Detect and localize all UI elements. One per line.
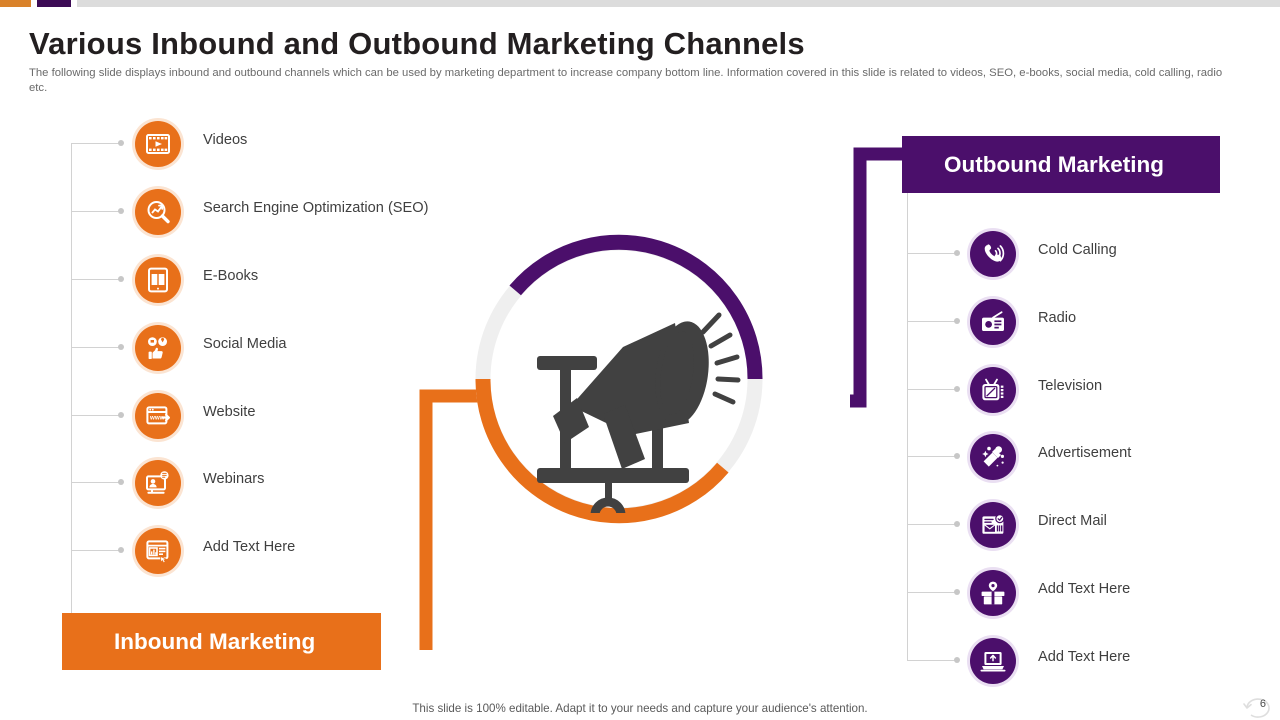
connector-dot — [118, 344, 124, 350]
inbound-item-label: Social Media — [203, 336, 287, 352]
video-film-icon — [135, 121, 181, 167]
inbound-item-label: Search Engine Optimization (SEO) — [203, 200, 429, 216]
connector-dot — [954, 589, 960, 595]
page-title: Various Inbound and Outbound Marketing C… — [29, 26, 805, 61]
connector-dot — [954, 657, 960, 663]
inbound-item-seo[interactable]: Search Engine Optimization (SEO) — [71, 189, 491, 235]
inbound-spine-line — [71, 144, 72, 616]
connector-line — [71, 482, 120, 483]
connector-dot — [118, 140, 124, 146]
svg-text:www: www — [149, 414, 165, 421]
radio-icon — [970, 299, 1016, 345]
connector-line — [71, 415, 120, 416]
connector-line — [71, 550, 120, 551]
inbound-banner: Inbound Marketing — [62, 613, 381, 670]
page-number: 6 — [1259, 698, 1266, 710]
central-ring — [468, 228, 770, 530]
social-thumbs-up-icon — [135, 325, 181, 371]
inbound-item-label: E-Books — [203, 268, 259, 284]
connector-dot — [954, 453, 960, 459]
page-subtitle: The following slide displays inbound and… — [29, 67, 1223, 94]
inbound-banner-label: Inbound Marketing — [114, 628, 316, 654]
connector-dot — [954, 250, 960, 256]
outbound-item-label: Add Text Here — [1038, 649, 1131, 665]
outbound-item-label: Radio — [1038, 310, 1077, 326]
connector-dot — [118, 208, 124, 214]
connector-line — [907, 660, 956, 661]
outbound-banner-label: Outbound Marketing — [944, 151, 1164, 177]
outbound-item-label: Television — [1038, 378, 1103, 394]
connector-dot — [954, 521, 960, 527]
accent-segment-grey — [77, 0, 1280, 7]
laptop-upload-icon — [970, 638, 1016, 684]
connector-line — [71, 143, 120, 144]
connector-line — [907, 524, 956, 525]
outbound-banner: Outbound Marketing — [902, 136, 1220, 193]
inbound-item-label: Add Text Here — [203, 539, 296, 555]
connector-dot — [118, 547, 124, 553]
connector-line — [71, 279, 120, 280]
outbound-item-cold-calling[interactable]: Cold Calling — [907, 231, 1237, 277]
seo-magnifier-chart-icon — [135, 189, 181, 235]
phone-call-icon — [970, 231, 1016, 277]
inbound-item-label: Videos — [203, 132, 248, 148]
connector-dot — [118, 276, 124, 282]
outbound-item-label: Advertisement — [1038, 445, 1132, 461]
ebook-tablet-icon — [135, 257, 181, 303]
outbound-item-label: Direct Mail — [1038, 513, 1107, 529]
inbound-connector-bracket — [419, 389, 490, 650]
television-icon — [970, 367, 1016, 413]
webinar-monitor-icon — [135, 460, 181, 506]
connector-line — [907, 253, 956, 254]
accent-segment-orange — [0, 0, 31, 7]
connector-dot — [954, 386, 960, 392]
outbound-item-add-text-here-1[interactable]: Add Text Here — [907, 570, 1237, 616]
connector-line — [71, 347, 120, 348]
connector-line — [71, 211, 120, 212]
inbound-item-label: Webinars — [203, 471, 265, 487]
connector-dot — [954, 318, 960, 324]
connector-line — [907, 389, 956, 390]
outbound-item-television[interactable]: Television — [907, 367, 1237, 413]
advertisement-megaphone-icon — [970, 434, 1016, 480]
inbound-item-social-media[interactable]: Social Media — [71, 325, 491, 371]
inbound-item-add-text-here[interactable]: Add Text Here — [71, 528, 491, 574]
top-accent-bar — [0, 0, 1280, 7]
accent-segment-purple — [37, 0, 71, 7]
outbound-connector-bracket — [850, 147, 912, 408]
analytics-dashboard-icon — [135, 528, 181, 574]
website-www-browser-icon: www — [135, 393, 181, 439]
outbound-item-add-text-here-2[interactable]: Add Text Here — [907, 638, 1237, 684]
editable-note: This slide is 100% editable. Adapt it to… — [412, 702, 868, 715]
gift-box-icon — [970, 570, 1016, 616]
inbound-item-label: Website — [203, 404, 256, 420]
outbound-item-direct-mail[interactable]: Direct Mail — [907, 502, 1237, 548]
direct-mail-envelope-icon — [970, 502, 1016, 548]
outbound-item-advertisement[interactable]: Advertisement — [907, 434, 1237, 480]
inbound-item-videos[interactable]: Videos — [71, 121, 491, 167]
outbound-item-radio[interactable]: Radio — [907, 299, 1237, 345]
outbound-item-label: Add Text Here — [1038, 581, 1131, 597]
connector-line — [907, 456, 956, 457]
outbound-item-label: Cold Calling — [1038, 242, 1117, 258]
inbound-item-ebooks[interactable]: E-Books — [71, 257, 491, 303]
inbound-item-website[interactable]: www Website — [71, 393, 491, 439]
megaphone-icon — [527, 283, 757, 513]
connector-line — [907, 321, 956, 322]
inbound-item-webinars[interactable]: Webinars — [71, 460, 491, 506]
refresh-arrow-icon — [1243, 698, 1270, 718]
connector-line — [907, 592, 956, 593]
outbound-spine-line — [907, 193, 908, 661]
connector-dot — [118, 412, 124, 418]
connector-dot — [118, 479, 124, 485]
